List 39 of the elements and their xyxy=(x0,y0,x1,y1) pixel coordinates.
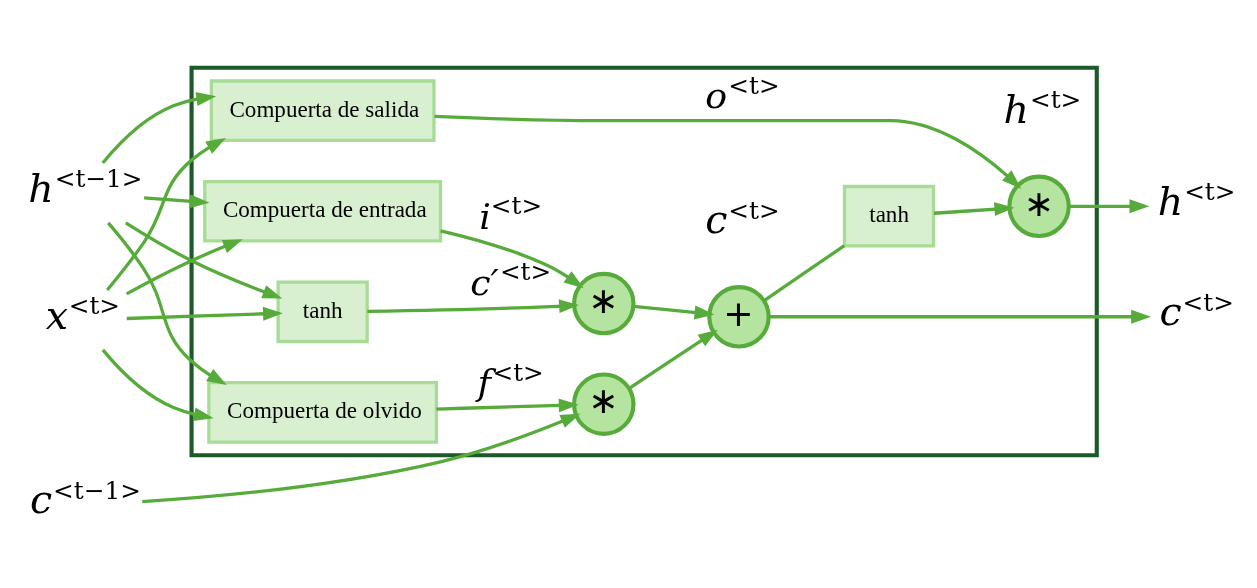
node-text: h$^{<t>}$ xyxy=(1157,176,1236,224)
node-box: Compuerta de salida xyxy=(209,78,436,142)
arrow xyxy=(124,220,283,299)
arrow xyxy=(144,193,210,208)
node-box: tanh xyxy=(276,280,369,343)
node-text: x$^{<t>}$ xyxy=(45,290,121,338)
node-text: h$^{<t−1>}$ xyxy=(28,163,143,211)
node-box: Compuerta de olvido xyxy=(207,380,439,444)
node-label: h$^{<t>}$ xyxy=(1003,84,1082,132)
node-text: c$^{<t>}$ xyxy=(1159,287,1234,334)
edge-label: o$^{<t>}$ xyxy=(705,70,780,117)
arrow xyxy=(101,91,217,164)
arrow xyxy=(436,398,579,412)
arrow xyxy=(933,201,1015,216)
arrow xyxy=(1069,198,1150,213)
node-circle: ∗ xyxy=(572,271,636,335)
arrow xyxy=(101,348,214,421)
arrow xyxy=(367,298,579,313)
arrow xyxy=(107,221,227,385)
arrow xyxy=(633,304,715,319)
node-circle: + xyxy=(707,284,771,348)
node-box: Compuerta de entrada xyxy=(203,179,443,243)
arrow xyxy=(126,306,283,321)
node-box: tanh xyxy=(842,184,936,247)
arrow xyxy=(105,137,226,291)
node-circle: ∗ xyxy=(572,371,636,436)
arrow xyxy=(440,228,584,288)
edge-label: f$^{<t>}$ xyxy=(477,357,544,404)
node-circle: ∗ xyxy=(1007,174,1071,238)
edge-label: i$^{<t>}$ xyxy=(479,190,543,238)
arrow xyxy=(125,238,243,295)
node-label: c$^{<t>}$ xyxy=(705,195,780,242)
arrow xyxy=(628,329,718,389)
connector xyxy=(763,243,846,302)
arrow xyxy=(434,114,1022,189)
arrow xyxy=(768,309,1151,324)
arrow xyxy=(142,413,581,503)
edge-label: c′$^{<t>}$ xyxy=(470,256,552,304)
node-text: c$^{<t−1>}$ xyxy=(29,475,141,522)
